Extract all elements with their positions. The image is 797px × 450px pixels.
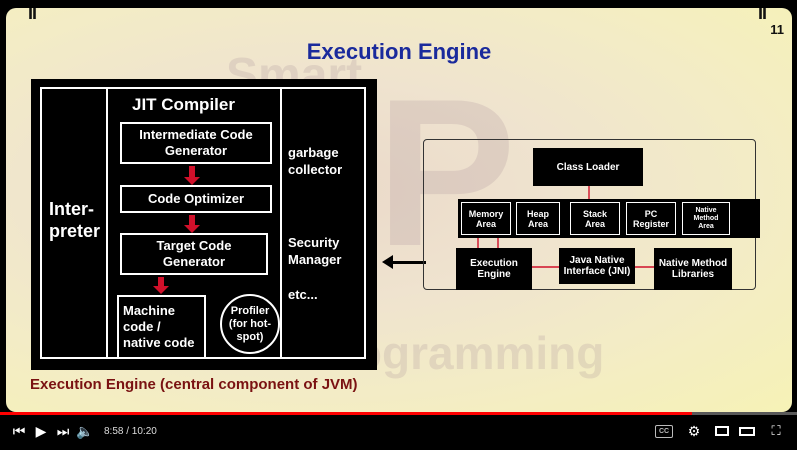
native-method-area-cell: Native Method Area [682,202,730,235]
box4-line1: Machine [123,303,176,318]
progress-bar[interactable] [0,412,797,415]
etc-label: etc... [288,287,318,302]
mem1-line2: Area [527,218,548,229]
box1-line1: Intermediate Code [139,127,253,142]
progress-fill [0,412,692,415]
interpreter-label-2: preter [49,221,101,241]
settings-icon[interactable]: ⚙ [687,422,701,439]
slide-title: Execution Engine [306,39,492,64]
box3-line2: Generator [162,254,226,269]
sm-line2: Manager [288,252,342,267]
jit-diagram: Inter- preter JIT Compiler Intermediate … [31,79,377,370]
gc-line1: garbage [288,145,339,160]
box1-line2: Generator [164,143,228,158]
next-icon[interactable]: ⏭ [56,422,70,439]
box4-line2: code / [123,319,161,334]
ee-line2: Engine [477,269,511,280]
intermediate-code-generator-box: Intermediate Code Generator [120,122,272,164]
right-column: garbage collector Security Manager etc..… [280,89,364,357]
target-code-generator-box: Target Code Generator [120,233,268,275]
mem4-line3: Area [698,222,714,230]
mem0-line1: Memory [468,208,504,219]
execution-engine-box: Execution Engine [456,248,532,290]
box3-line1: Target Code [156,238,232,253]
native-method-libraries-box: Native Method Libraries [654,248,732,290]
mem3-line1: PC [644,208,658,219]
mem2-line2: Area [584,218,605,229]
pc-register-cell: PC Register [626,202,676,235]
gc-line2: collector [288,162,343,177]
box2-label: Code Optimizer [147,191,245,206]
right-controls: CC ⚙ ⛶ [655,418,787,444]
class-loader-box: Class Loader [533,148,643,186]
theater-icon[interactable] [739,426,755,436]
interpreter-column: Inter- preter [42,89,108,357]
box4-line3: native code [123,335,195,350]
stack-area-cell: Stack Area [570,202,620,235]
slide: Smart P rogramming II II 11 Execution En… [6,8,792,412]
nml-line1: Native Method [658,258,728,269]
arrow-down-1 [184,166,200,185]
sm-line1: Security [288,235,340,250]
mem4-line2: Method [693,214,719,222]
garbage-collector-label: garbage collector [288,144,342,178]
previous-icon[interactable]: ⏮ [12,422,26,439]
fullscreen-icon[interactable]: ⛶ [771,423,781,438]
watermark-bottom: rogramming [336,327,605,379]
profiler-line2: (for hot- [228,317,272,330]
memory-areas-row: Memory Area Heap Area Stack Area PC Regi… [458,199,760,238]
time-display: 8:58 / 10:20 [104,425,157,437]
security-manager-label: Security Manager [288,234,341,268]
corner-mark-left: II [28,8,37,23]
ee-line1: Execution [470,258,518,269]
mem1-line1: Heap [526,208,549,219]
heap-area-cell: Heap Area [516,202,560,235]
nml-line2: Libraries [671,269,715,280]
mem3-line2: Register [632,218,669,229]
mem4-line1: Native [695,206,717,214]
arrow-down-3 [153,277,169,294]
captions-icon[interactable]: CC [655,424,673,438]
mem0-line2: Area [475,218,496,229]
watermark-logo: P [376,55,517,290]
slide-number: 11 [770,22,784,37]
interpreter-label-1: Inter- [49,199,94,219]
code-optimizer-box: Code Optimizer [120,185,272,213]
mem2-line1: Stack [582,208,608,219]
play-icon[interactable]: ▶ [35,422,47,439]
profiler-line3: spot) [236,330,264,343]
jni-line2: Interface (JNI) [563,266,631,277]
profiler-line1: Profiler [230,304,270,317]
memory-area-cell: Memory Area [461,202,511,235]
left-controls: ⏮ ▶ ⏭ 🔈 8:58 / 10:20 [8,418,157,444]
jni-line1: Java Native [569,255,625,266]
miniplayer-icon[interactable] [715,426,729,436]
profiler-circle: Profiler (for hot- spot) [220,294,280,354]
jvm-connectors [477,186,654,268]
corner-mark-right: II [758,8,767,23]
jit-compiler-title: JIT Compiler [132,95,235,114]
machine-code-box: Machine code / native code [117,295,206,359]
arrow-down-2 [184,215,200,233]
jni-box: Java Native Interface (JNI) [559,248,635,284]
slide-caption: Execution Engine (central component of J… [30,376,358,393]
volume-icon[interactable]: 🔈 [76,422,94,439]
arrow-left-icon [382,255,426,269]
